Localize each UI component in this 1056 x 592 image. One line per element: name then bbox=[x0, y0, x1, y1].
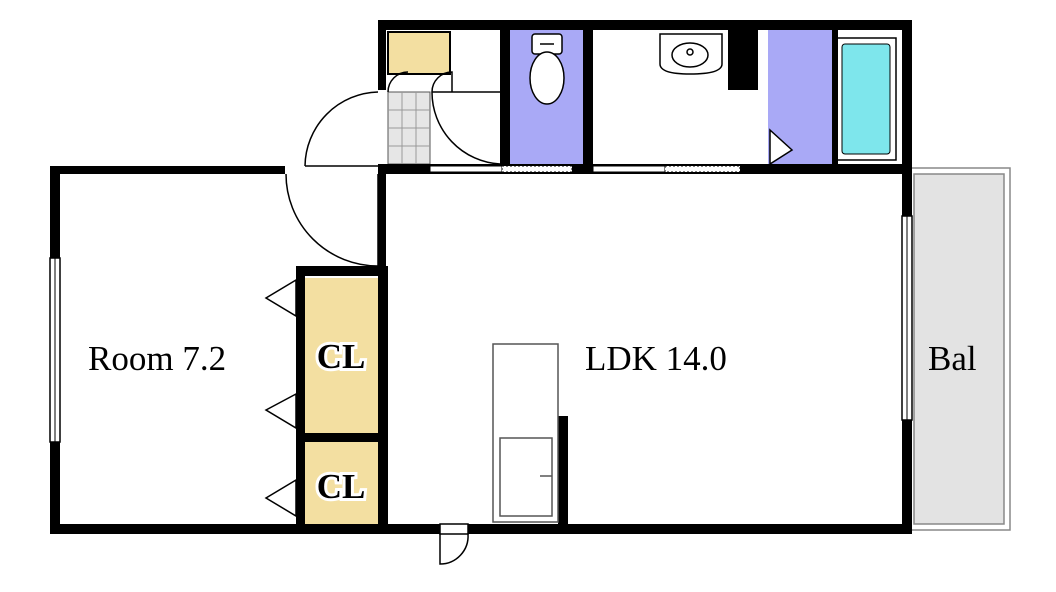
balcony bbox=[909, 167, 1011, 531]
bathroom-door-icon bbox=[769, 128, 794, 166]
closet-lower-fill bbox=[305, 441, 378, 524]
closet-upper-fill bbox=[305, 278, 378, 435]
toilet-fixture bbox=[529, 33, 565, 105]
balcony-window bbox=[901, 215, 913, 421]
left-window bbox=[49, 257, 61, 443]
balcony-label: Bal bbox=[928, 339, 977, 378]
closet-lower-label: CL bbox=[317, 467, 366, 506]
kitchen-counter bbox=[492, 343, 559, 523]
door-swings bbox=[285, 71, 501, 565]
sliding-doors bbox=[429, 165, 741, 173]
entrance-tile bbox=[387, 91, 431, 165]
wash-basin bbox=[659, 33, 723, 75]
ldk-label: LDK 14.0 bbox=[585, 339, 727, 378]
closet-upper-label: CL bbox=[317, 337, 366, 376]
shoe-cabinet bbox=[387, 31, 451, 75]
bathtub-water bbox=[841, 43, 891, 155]
room-label: Room 7.2 bbox=[88, 339, 226, 378]
closet-door-icons bbox=[264, 278, 297, 518]
